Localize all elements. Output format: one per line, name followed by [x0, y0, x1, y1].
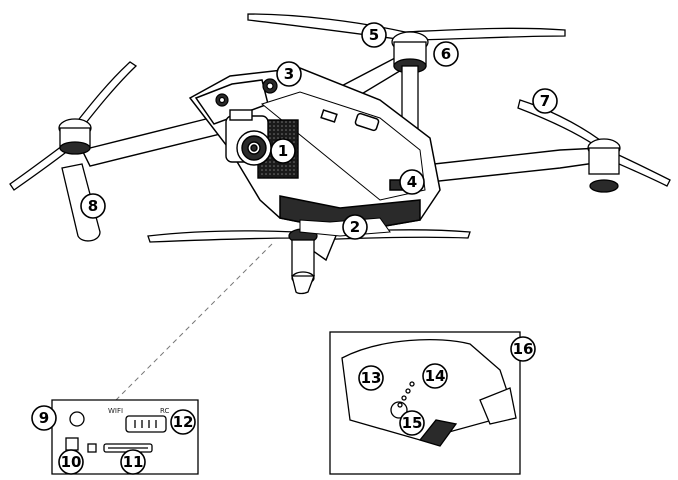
landing-leg-bottom [291, 275, 315, 295]
callout-number: 16 [513, 340, 534, 358]
callout-circle [58, 449, 84, 475]
forward-vision-sensors [215, 78, 278, 107]
usb-icon [87, 443, 97, 453]
callout-circle [532, 88, 558, 114]
callout-circle [120, 449, 146, 475]
callout-number: 9 [39, 409, 49, 427]
callout-15: 15 [399, 410, 425, 436]
callout-circle [399, 410, 425, 436]
callout-circle [433, 41, 459, 67]
callout-circle [170, 409, 196, 435]
callout-number: 7 [540, 92, 550, 110]
callout-circle [361, 22, 387, 48]
callout-6: 6 [433, 41, 459, 67]
callout-number: 2 [350, 218, 360, 236]
callout-circle [80, 193, 106, 219]
motor-left [58, 118, 92, 155]
motor-right [587, 138, 621, 193]
callout-10: 10 [58, 449, 84, 475]
callout-12: 12 [170, 409, 196, 435]
callout-number: 4 [407, 173, 417, 191]
callout-circle [422, 363, 448, 389]
callout-number: 6 [441, 45, 451, 63]
callout-circle [342, 214, 368, 240]
callout-number: 5 [369, 26, 379, 44]
link-button [69, 411, 85, 427]
battery-led-2 [405, 388, 411, 394]
callout-7: 7 [532, 88, 558, 114]
arm-right [424, 147, 603, 183]
callout-number: 3 [284, 65, 294, 83]
connector-dashed-line [115, 243, 273, 401]
callout-9: 9 [31, 405, 57, 431]
callout-11: 11 [120, 449, 146, 475]
callout-8: 8 [80, 193, 106, 219]
port-panel [51, 399, 199, 475]
callout-circle [399, 169, 425, 195]
callout-1: 1 [270, 138, 296, 164]
callout-number: 8 [88, 197, 98, 215]
drone-body [188, 67, 441, 237]
callout-14: 14 [422, 363, 448, 389]
callout-number: 15 [402, 414, 423, 432]
callout-circle [358, 365, 384, 391]
battery-led-3 [401, 395, 407, 401]
battery-led-4 [397, 402, 403, 408]
callout-16: 16 [510, 336, 536, 362]
callout-4: 4 [399, 169, 425, 195]
battery-led-1 [409, 381, 415, 387]
callout-5: 5 [361, 22, 387, 48]
wifi-label: WIFI [108, 407, 123, 415]
callout-number: 14 [425, 367, 446, 385]
callout-circle [270, 138, 296, 164]
callout-number: 10 [61, 453, 82, 471]
callout-13: 13 [358, 365, 384, 391]
arm-left [80, 117, 222, 167]
callout-number: 13 [361, 369, 382, 387]
callout-circle [31, 405, 57, 431]
callout-number: 12 [173, 413, 194, 431]
gimbal-camera [225, 109, 299, 179]
link-status-indicator [125, 415, 167, 433]
battery-panel [329, 331, 521, 475]
callout-3: 3 [276, 61, 302, 87]
callout-2: 2 [342, 214, 368, 240]
battery-latch [418, 419, 458, 447]
callout-number: 1 [278, 142, 288, 160]
callout-circle [276, 61, 302, 87]
rc-label: RC [160, 407, 170, 415]
callout-number: 11 [123, 453, 144, 471]
callout-circle [510, 336, 536, 362]
camera-data-port [65, 437, 79, 451]
